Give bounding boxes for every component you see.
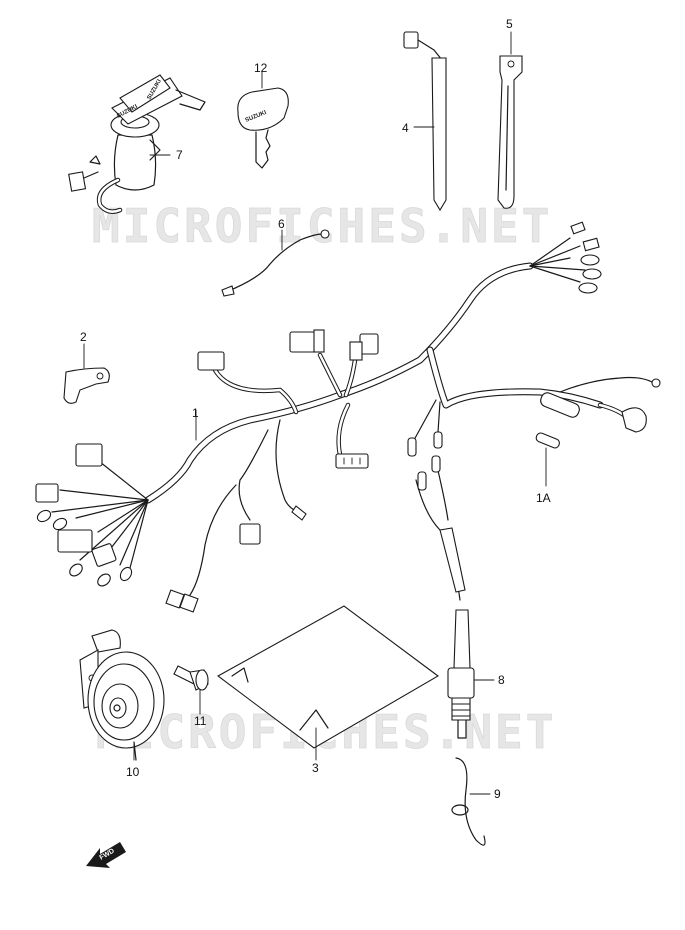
watermark-top: MICROFICHES.NET [92, 199, 552, 253]
band-part-5[interactable] [497, 31, 523, 209]
callout-5[interactable]: 5 [506, 17, 513, 31]
callout-11[interactable]: 11 [194, 714, 207, 728]
callout-7[interactable]: 7 [176, 148, 183, 162]
callout-10[interactable]: 10 [126, 765, 140, 779]
forward-arrow-icon: FWD [86, 842, 126, 868]
callout-12[interactable]: 12 [254, 61, 268, 75]
callout-8[interactable]: 8 [498, 673, 505, 687]
key-part-12[interactable]: SUZUKI [237, 71, 289, 169]
horn-part-10[interactable] [79, 629, 165, 761]
ignition-switch-part-7[interactable]: SUZUKI SUZUKI [68, 74, 206, 214]
callout-6[interactable]: 6 [278, 217, 285, 231]
sheet-part-3[interactable] [216, 605, 439, 761]
callout-2[interactable]: 2 [80, 330, 87, 344]
wire-part-6[interactable] [221, 229, 330, 297]
callout-1a[interactable]: 1A [536, 491, 551, 505]
wiring-harness-part-1[interactable] [35, 221, 661, 613]
strap-part-4[interactable] [403, 31, 447, 212]
callout-4[interactable]: 4 [402, 121, 409, 135]
clip-part-9[interactable] [451, 757, 491, 846]
bracket-part-2[interactable] [63, 343, 110, 404]
callout-3[interactable]: 3 [312, 761, 319, 775]
plug-lead-part-8[interactable] [415, 455, 495, 739]
callout-9[interactable]: 9 [494, 787, 501, 801]
callout-1[interactable]: 1 [192, 406, 199, 420]
bolt-part-11[interactable] [173, 665, 209, 715]
fuse-part-1a[interactable] [535, 432, 561, 487]
